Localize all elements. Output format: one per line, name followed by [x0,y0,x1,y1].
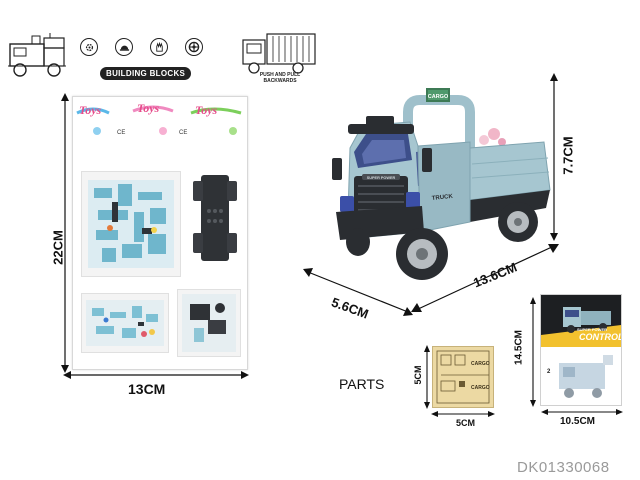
manual-cover-line1: SUPER POWER [577,327,608,332]
sticker-height-arrow [422,344,432,410]
building-blocks-label: BUILDING BLOCKS [100,67,192,80]
truck-height-label: 7.7CM [560,136,576,175]
gear-icon [80,38,98,56]
manual-height-arrow [528,296,538,408]
sticker-label-bottom: CARGO [471,385,490,391]
outline-truck-left [6,30,68,82]
push-pull-line1: PUSH AND PULL [259,72,301,78]
parts-title: PARTS [339,376,385,392]
package-height-label: 22CM [50,230,66,265]
svg-text:CE: CE [117,130,125,136]
manual-width-arrow [540,408,624,416]
sticker-width-label: 5CM [456,418,476,428]
sticker-width-arrow [430,410,496,418]
small-parts-bag-left [81,293,169,353]
truck-width-arrow [302,266,414,318]
banner-word-1: Toys [79,103,102,117]
feature-icon-row [80,38,220,60]
manual-booklet: SUPER POWER CONTROL 2 [540,294,622,406]
glove-icon [150,38,168,56]
building-blocks-bag [81,171,181,277]
grille-badge: SUPER POWER [367,176,396,180]
door-text: TRUCK [432,194,454,202]
package-card: CE CE Toys Toys Toys [72,96,248,370]
push-pull-line2: BACKWARDS [263,78,297,84]
banner-word-3: Toys [195,103,218,117]
truck-image: CARGO TRUCK SUPER POWER [318,82,556,294]
manual-step-number: 2 [547,369,551,375]
chassis-part [191,171,239,265]
outline-truck-right [240,30,320,76]
truck-length-arrow [410,240,560,316]
helmet-icon [115,38,133,56]
manual-height-label: 14.5CM [513,330,525,366]
sticker-sheet: CARGO CARGO [432,346,494,408]
wheel-icon [185,38,203,56]
package-width-arrow [62,370,250,380]
truck-height-arrow [548,72,560,242]
banner-word-2: Toys [137,101,160,115]
small-parts-bag-right [177,289,241,357]
cargo-sign-text: CARGO [428,94,449,100]
manual-cover-line2: CONTROL [579,332,621,342]
package-height-arrow [60,92,70,374]
package-width-label: 13CM [128,381,166,397]
sticker-height-label: 5CM [413,365,423,385]
package-banner: CE CE Toys Toys Toys [73,101,247,139]
push-pull-label: PUSH AND PULL BACKWARDS [250,72,310,84]
manual-width-label: 10.5CM [560,416,596,427]
sticker-label-top: CARGO [471,361,490,367]
svg-text:CE: CE [179,130,187,136]
manual-step-area: 2 [541,349,621,405]
manual-cover: SUPER POWER CONTROL [541,295,621,347]
product-code: DK01330068 [517,459,610,476]
